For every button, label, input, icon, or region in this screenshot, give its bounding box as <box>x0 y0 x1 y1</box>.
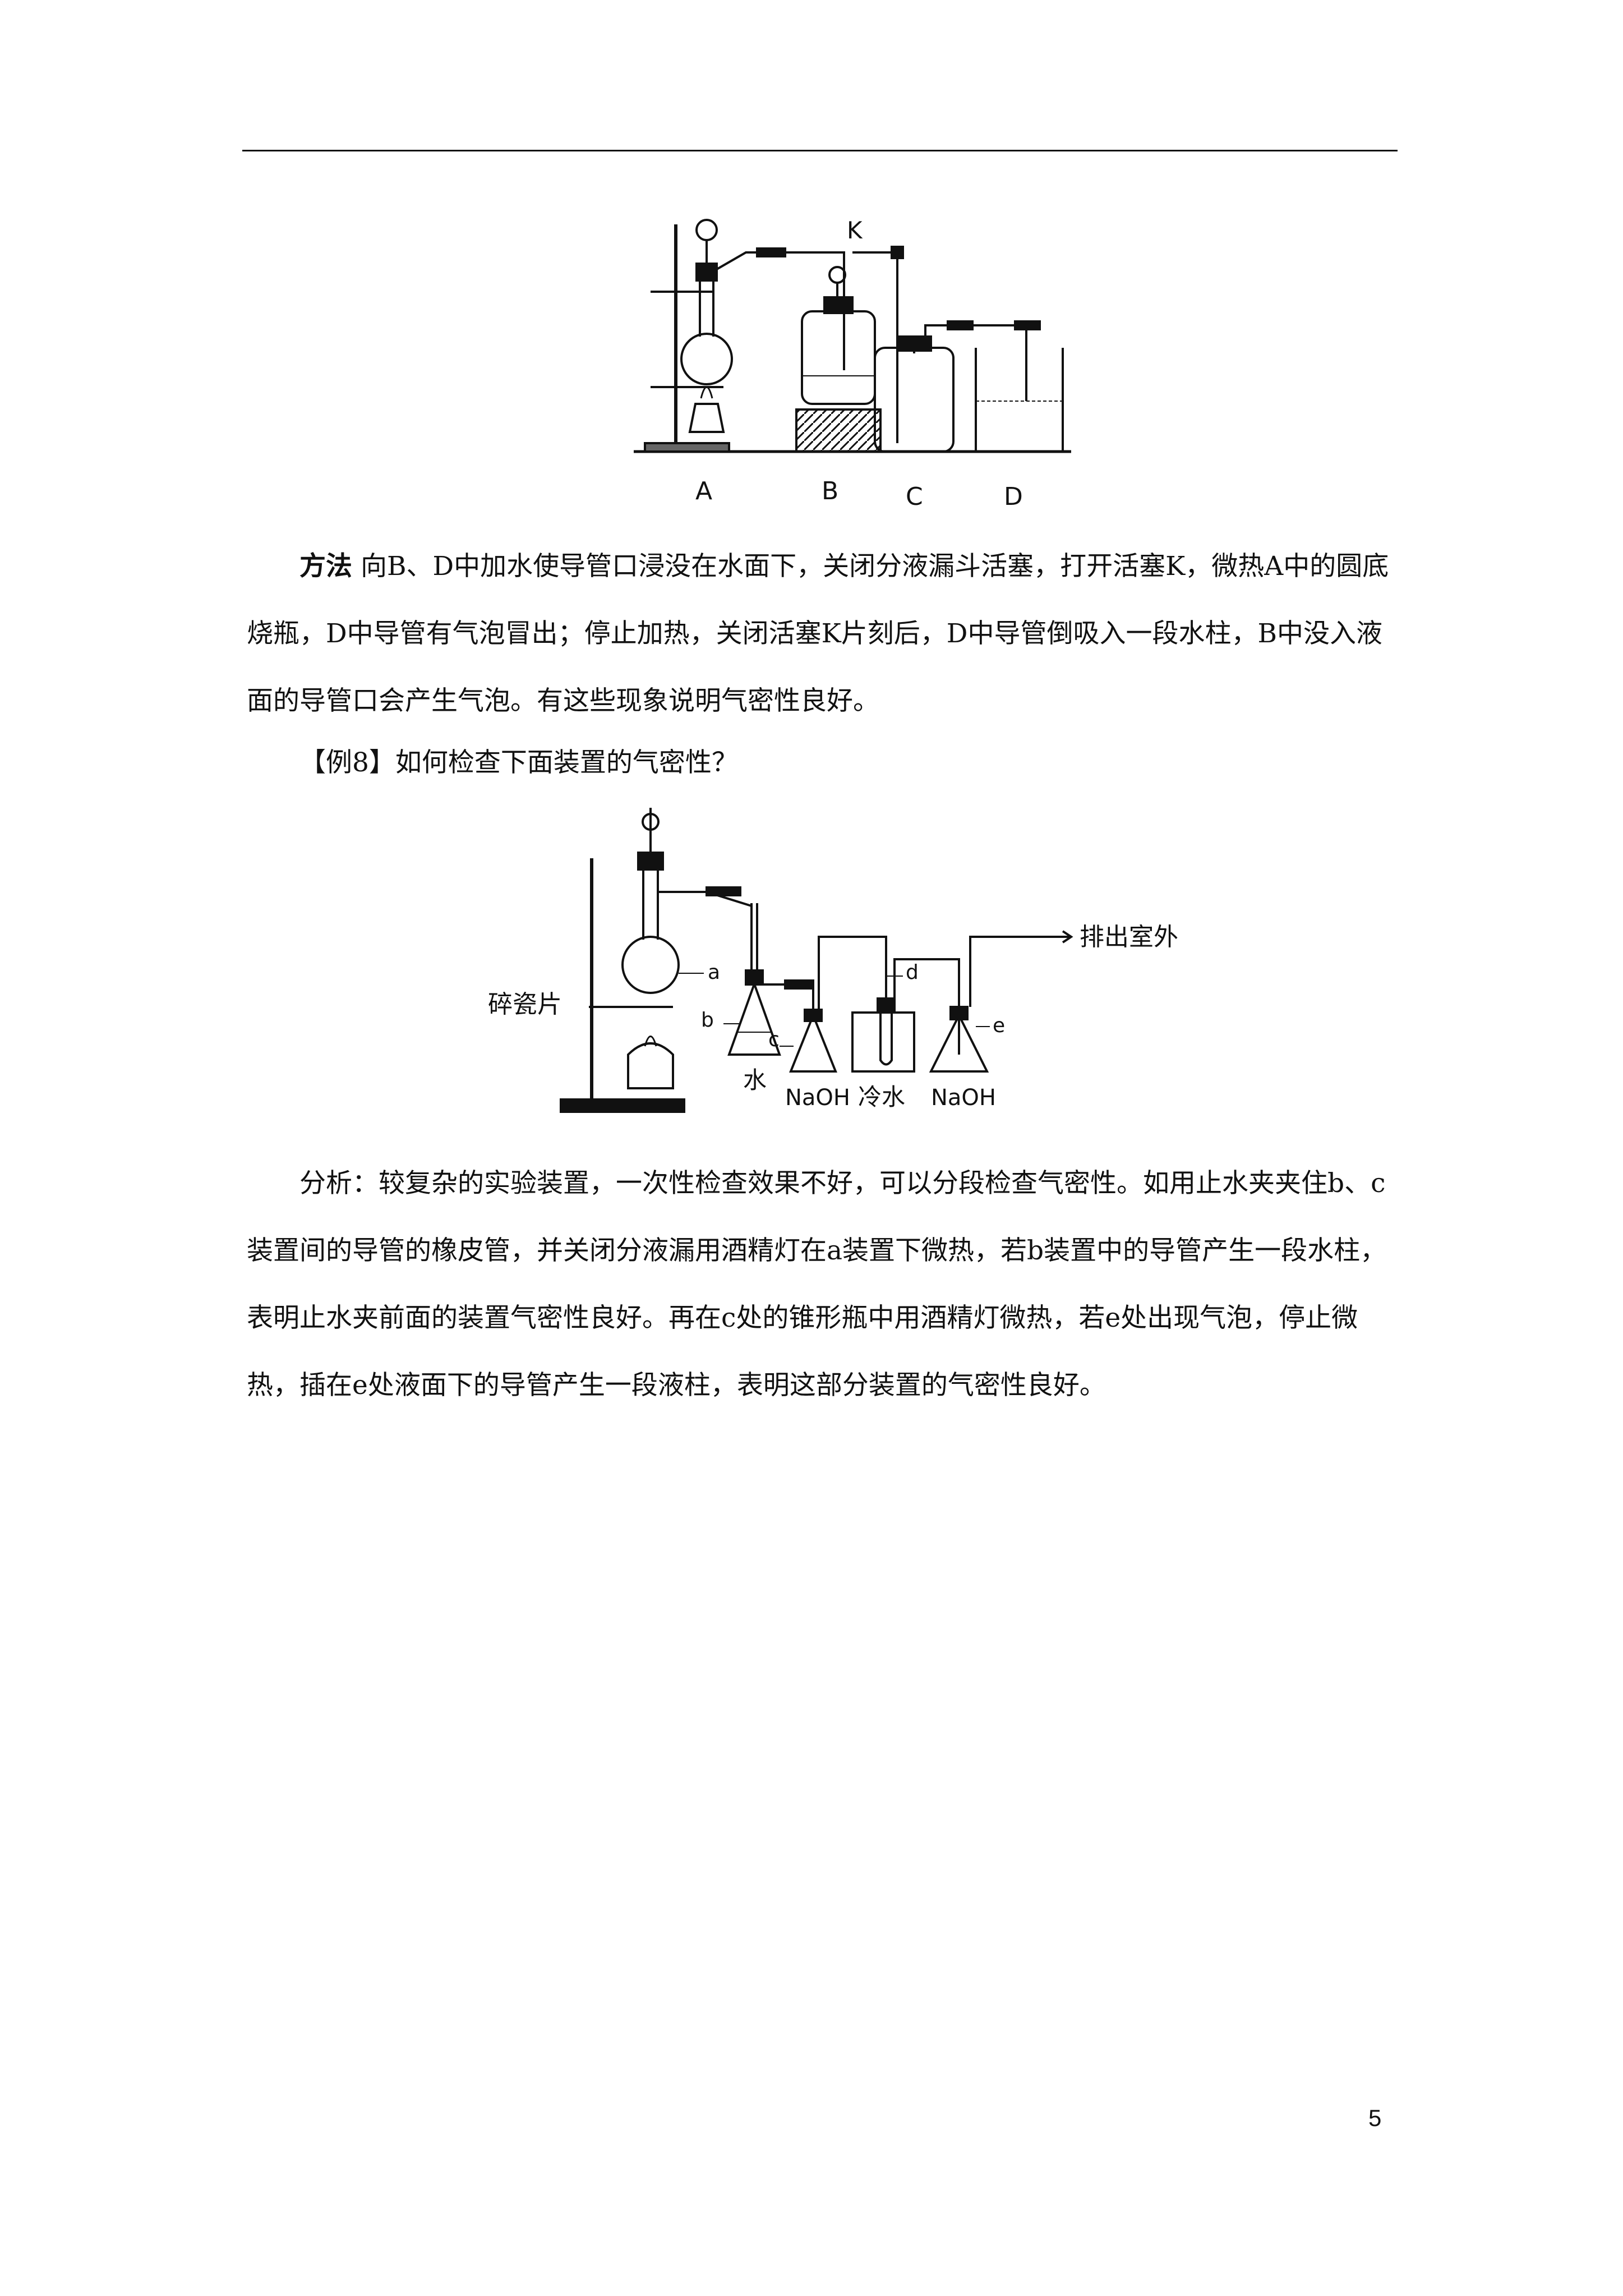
label-cold-water: 冷水 <box>858 1083 905 1111</box>
method-text: 向B、D中加水使导管口浸没在水面下，关闭分液漏斗活塞，打开活塞K，微热A中的圆底… <box>247 551 1389 716</box>
label-b: b <box>701 1009 714 1032</box>
analysis-paragraph: 分析：较复杂的实验装置，一次性检查效果不好，可以分段检查气密性。如用止水夹夹住b… <box>247 1150 1396 1419</box>
label-k: K <box>847 217 863 244</box>
label-shards: 碎瓷片 <box>488 990 562 1019</box>
example-paragraph: 【例8】如何检查下面装置的气密性？ <box>247 729 1396 797</box>
label-e: e <box>993 1014 1005 1037</box>
figure-2-apparatus: a 碎瓷片 b c d e 水 NaOH 冷水 NaOH 排出室外 <box>488 791 1217 1128</box>
label-exhaust: 排出室外 <box>1080 923 1178 951</box>
label-naoh-2: NaOH <box>931 1085 996 1111</box>
label-a: a <box>708 961 720 984</box>
label-B: B <box>822 477 838 505</box>
method-paragraph: 方法 向B、D中加水使导管口浸没在水面下，关闭分液漏斗活塞，打开活塞K，微热A中… <box>247 533 1396 735</box>
analysis-text: 分析：较复杂的实验装置，一次性检查效果不好，可以分段检查气密性。如用止水夹夹住b… <box>247 1168 1387 1401</box>
figure-1-apparatus: K A B C D <box>634 208 1071 519</box>
label-naoh-1: NaOH <box>785 1085 850 1111</box>
label-d: d <box>906 961 919 984</box>
header-rule <box>242 150 1398 151</box>
page-number: 5 <box>1368 2105 1382 2131</box>
example-text: 【例8】如何检查下面装置的气密性？ <box>299 747 738 778</box>
label-D: D <box>1004 482 1023 511</box>
label-water: 水 <box>743 1066 767 1094</box>
label-c: c <box>768 1028 780 1051</box>
label-C: C <box>906 482 923 511</box>
method-lead: 方法 <box>299 551 352 582</box>
label-A: A <box>695 477 712 505</box>
